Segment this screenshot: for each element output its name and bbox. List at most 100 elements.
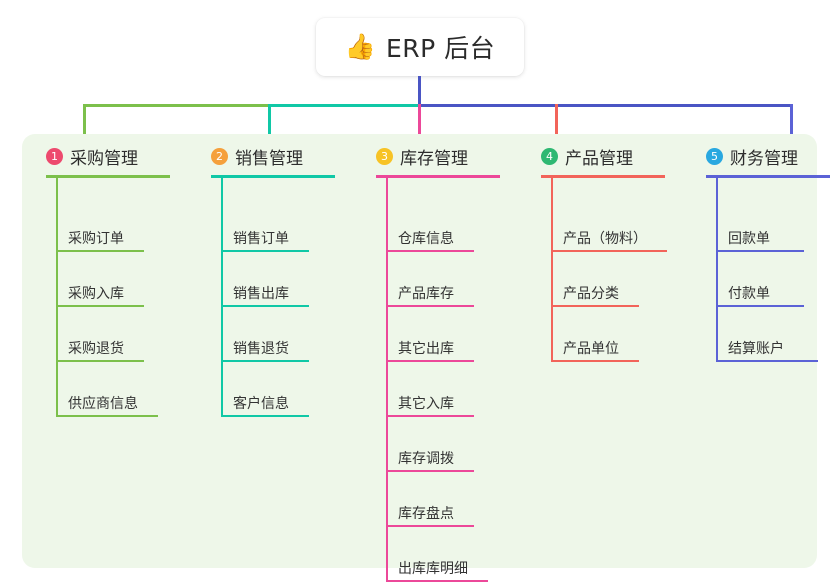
module-leaf-item[interactable]: 供应商信息 xyxy=(46,362,196,417)
module-leaf-underline xyxy=(386,580,488,582)
thumbs-up-emoji: 👍 xyxy=(344,32,376,61)
branch-drop-2 xyxy=(268,104,271,136)
module-header-label: 销售管理 xyxy=(235,148,303,169)
module-leaf-item[interactable]: 产品单位 xyxy=(541,307,691,362)
module-header-label: 采购管理 xyxy=(70,148,138,169)
module-leaf-label: 库存调拨 xyxy=(398,451,454,467)
module-leaf-label: 其它入库 xyxy=(398,396,454,412)
module-header-underline xyxy=(376,175,500,178)
module-leaf-item[interactable]: 其它出库 xyxy=(376,307,526,362)
root-connector-stem xyxy=(418,76,421,106)
module-leaf-item[interactable]: 付款单 xyxy=(706,252,839,307)
module-leaf-underline xyxy=(56,250,144,252)
module-leaf-underline xyxy=(221,305,309,307)
module-header-label: 库存管理 xyxy=(400,148,468,169)
module-leaf-label: 结算账户 xyxy=(728,341,784,357)
module-leaf-label: 仓库信息 xyxy=(398,231,454,247)
branch-drop-4 xyxy=(555,104,558,136)
module-leaf-underline xyxy=(716,250,804,252)
module-leaf-underline xyxy=(386,305,474,307)
module-leaf-item[interactable]: 其它入库 xyxy=(376,362,526,417)
module-leaf-label: 销售退货 xyxy=(233,341,289,357)
module-leaf-item[interactable]: 采购订单 xyxy=(46,197,196,252)
branch-drop-3 xyxy=(418,104,421,136)
module-leaf-item[interactable]: 客户信息 xyxy=(211,362,361,417)
module-leaf-label: 采购退货 xyxy=(68,341,124,357)
module-leaf-underline xyxy=(56,415,158,417)
module-spine xyxy=(551,178,553,362)
modules-panel: 1 采购管理采购订单采购入库采购退货供应商信息 2 销售管理销售订单销售出库销售退货客… xyxy=(22,134,830,582)
module-leaf-item[interactable]: 结算账户 xyxy=(706,307,839,362)
module-leaf-underline xyxy=(221,250,309,252)
module-header-3[interactable]: 3 库存管理 xyxy=(376,144,468,169)
branch-drop-1 xyxy=(83,104,86,136)
module-leaf-label: 客户信息 xyxy=(233,396,289,412)
module-leaf-item[interactable]: 采购退货 xyxy=(46,307,196,362)
module-leaf-label: 出库库明细 xyxy=(398,561,468,577)
module-leaf-label: 产品库存 xyxy=(398,286,454,302)
module-leaf-underline xyxy=(551,360,639,362)
module-leaf-underline xyxy=(386,525,474,527)
module-leaf-item[interactable]: 库存盘点 xyxy=(376,472,526,527)
module-header-4[interactable]: 4 产品管理 xyxy=(541,144,633,169)
module-badge-icon: 3 xyxy=(376,147,393,165)
module-badge-icon: 5 xyxy=(706,147,723,165)
module-leaf-underline xyxy=(56,360,144,362)
root-node-card[interactable]: 👍 ERP 后台 xyxy=(316,18,524,76)
module-leaf-label: 采购订单 xyxy=(68,231,124,247)
module-spine xyxy=(716,178,718,362)
module-badge-icon: 1 xyxy=(46,147,63,165)
module-leaf-item[interactable]: 仓库信息 xyxy=(376,197,526,252)
module-leaf-underline xyxy=(551,305,639,307)
module-leaf-label: 付款单 xyxy=(728,286,770,302)
module-leaf-underline xyxy=(386,415,474,417)
connector-bar-teal xyxy=(268,104,420,107)
module-badge-icon: 2 xyxy=(211,147,228,165)
module-leaf-item[interactable]: 销售退货 xyxy=(211,307,361,362)
module-leaf-label: 库存盘点 xyxy=(398,506,454,522)
module-leaf-label: 产品分类 xyxy=(563,286,619,302)
module-leaf-label: 销售出库 xyxy=(233,286,289,302)
module-leaf-underline xyxy=(221,360,309,362)
module-header-underline xyxy=(706,175,830,178)
module-badge-icon: 4 xyxy=(541,147,558,165)
module-leaf-underline xyxy=(386,470,474,472)
module-spine xyxy=(56,178,58,417)
module-header-1[interactable]: 1 采购管理 xyxy=(46,144,138,169)
module-header-5[interactable]: 5 财务管理 xyxy=(706,144,798,169)
module-header-label: 财务管理 xyxy=(730,148,798,169)
module-leaf-underline xyxy=(551,250,667,252)
module-leaf-item[interactable]: 回款单 xyxy=(706,197,839,252)
module-leaf-item[interactable]: 销售出库 xyxy=(211,252,361,307)
module-header-underline xyxy=(46,175,170,178)
module-leaf-label: 其它出库 xyxy=(398,341,454,357)
module-leaf-label: 供应商信息 xyxy=(68,396,138,412)
root-node-title: ERP 后台 xyxy=(385,34,496,63)
module-leaf-underline xyxy=(386,250,474,252)
module-leaf-label: 销售订单 xyxy=(233,231,289,247)
module-leaf-item[interactable]: 产品分类 xyxy=(541,252,691,307)
module-header-underline xyxy=(211,175,335,178)
module-header-label: 产品管理 xyxy=(565,148,633,169)
module-leaf-underline xyxy=(386,360,474,362)
module-leaf-item[interactable]: 产品（物料） xyxy=(541,197,691,252)
module-leaf-item[interactable]: 产品库存 xyxy=(376,252,526,307)
module-spine xyxy=(386,178,388,582)
module-leaf-label: 产品单位 xyxy=(563,341,619,357)
module-leaf-underline xyxy=(221,415,309,417)
connector-bar-green xyxy=(83,104,270,107)
module-leaf-label: 产品（物料） xyxy=(563,231,647,247)
module-header-underline xyxy=(541,175,665,178)
module-leaf-item[interactable]: 销售订单 xyxy=(211,197,361,252)
module-spine xyxy=(221,178,223,417)
module-leaf-label: 采购入库 xyxy=(68,286,124,302)
module-header-2[interactable]: 2 销售管理 xyxy=(211,144,303,169)
branch-drop-5 xyxy=(790,104,793,136)
module-leaf-item[interactable]: 采购入库 xyxy=(46,252,196,307)
module-leaf-underline xyxy=(56,305,144,307)
module-leaf-underline xyxy=(716,360,818,362)
module-leaf-item[interactable]: 出库库明细 xyxy=(376,527,526,582)
connector-bar-blue xyxy=(418,104,793,107)
module-leaf-item[interactable]: 库存调拨 xyxy=(376,417,526,472)
